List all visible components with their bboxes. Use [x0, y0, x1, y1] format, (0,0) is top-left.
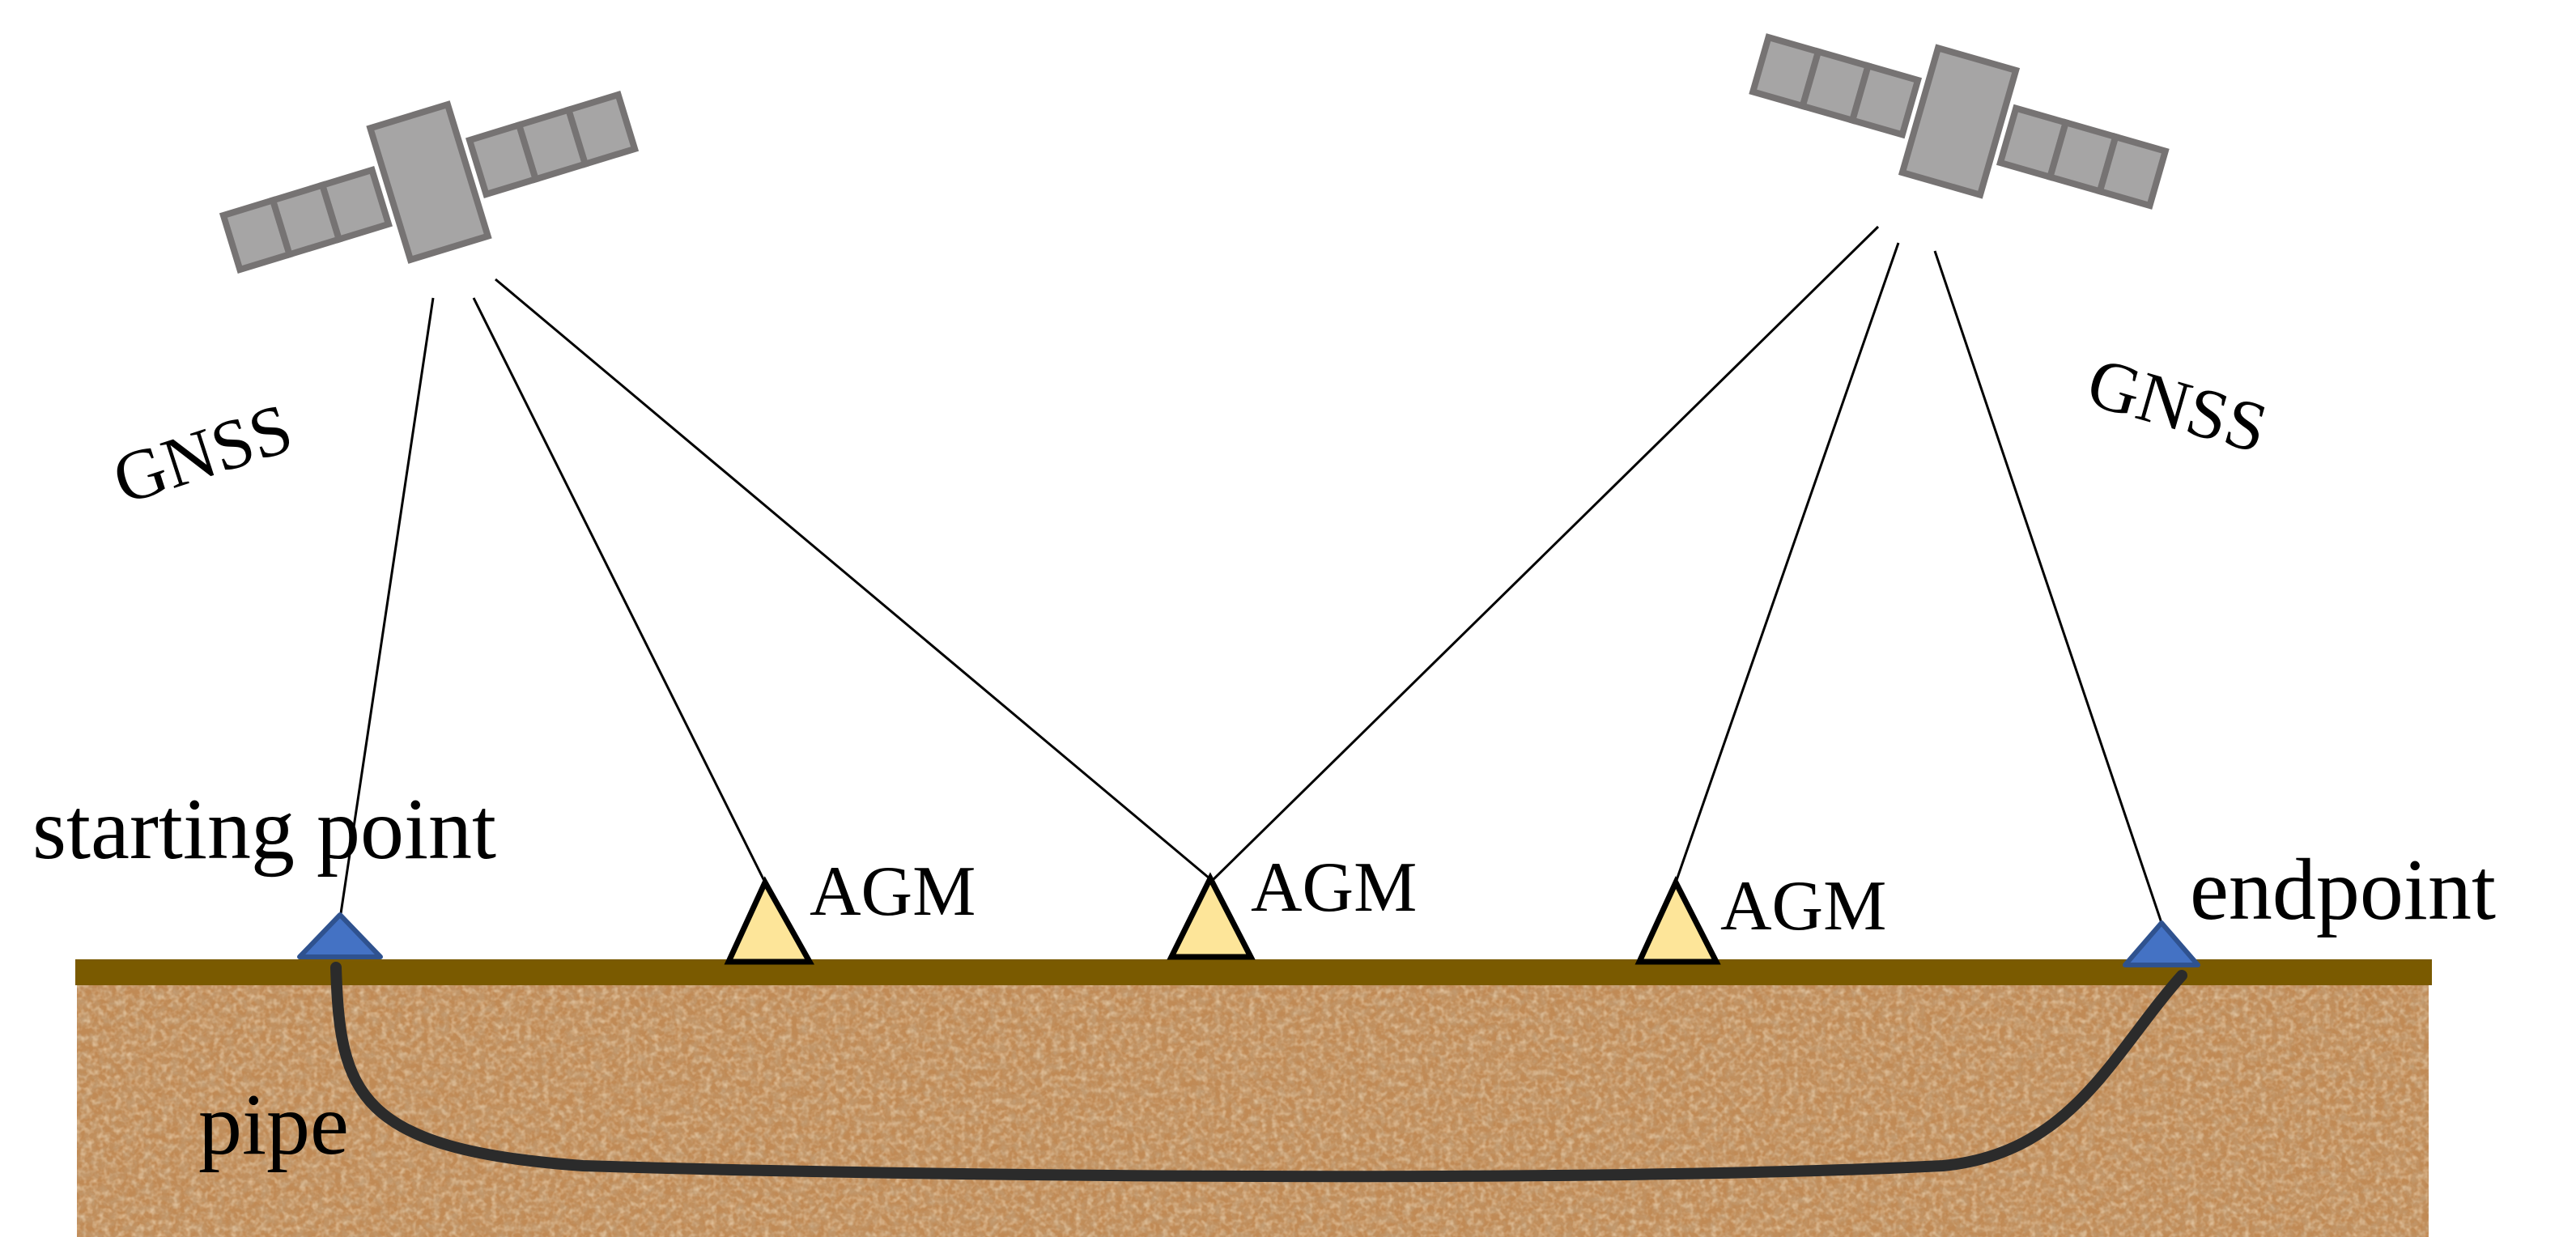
soil-texture-light: [77, 976, 2429, 1237]
endpoint-marker: [2123, 920, 2200, 967]
agm-label-2: AGM: [1251, 848, 1417, 927]
ground: [75, 959, 2432, 1237]
pipe-line: [330, 962, 2187, 1183]
agm-marker-2: [1167, 872, 1256, 960]
pipe-label: pipe: [198, 1077, 349, 1173]
endpoint-label: endpoint: [2190, 842, 2496, 938]
satellite-body: [1898, 44, 2021, 199]
starting-point-marker: [297, 912, 383, 959]
agm-marker-3: [1634, 875, 1721, 965]
signal-lines-left: [338, 278, 1215, 920]
ground-surface: [75, 959, 2432, 985]
agm-label-3: AGM: [1720, 867, 1886, 946]
solar-panel-right: [1996, 104, 2170, 210]
signal-lines-right: [1209, 225, 2163, 924]
signal-line: [1674, 242, 1900, 883]
starting-point-label: starting point: [32, 781, 496, 878]
signal-line: [1209, 225, 1880, 884]
satellite-icon: [219, 90, 640, 274]
gnss-label-left: GNSS: [104, 389, 301, 521]
satellite-body: [366, 100, 492, 264]
agm-label-1: AGM: [810, 852, 976, 931]
satellite-icon: [1749, 33, 2170, 210]
signal-line: [472, 297, 767, 883]
signal-line: [495, 278, 1215, 884]
signal-line: [1933, 250, 2163, 924]
solar-panel-left: [219, 165, 393, 274]
signal-line: [338, 297, 435, 920]
gnss-label-right: GNSS: [2079, 343, 2276, 469]
solar-panel-right: [465, 90, 640, 199]
agm-marker-1: [724, 876, 814, 965]
solar-panel-left: [1749, 33, 1923, 139]
